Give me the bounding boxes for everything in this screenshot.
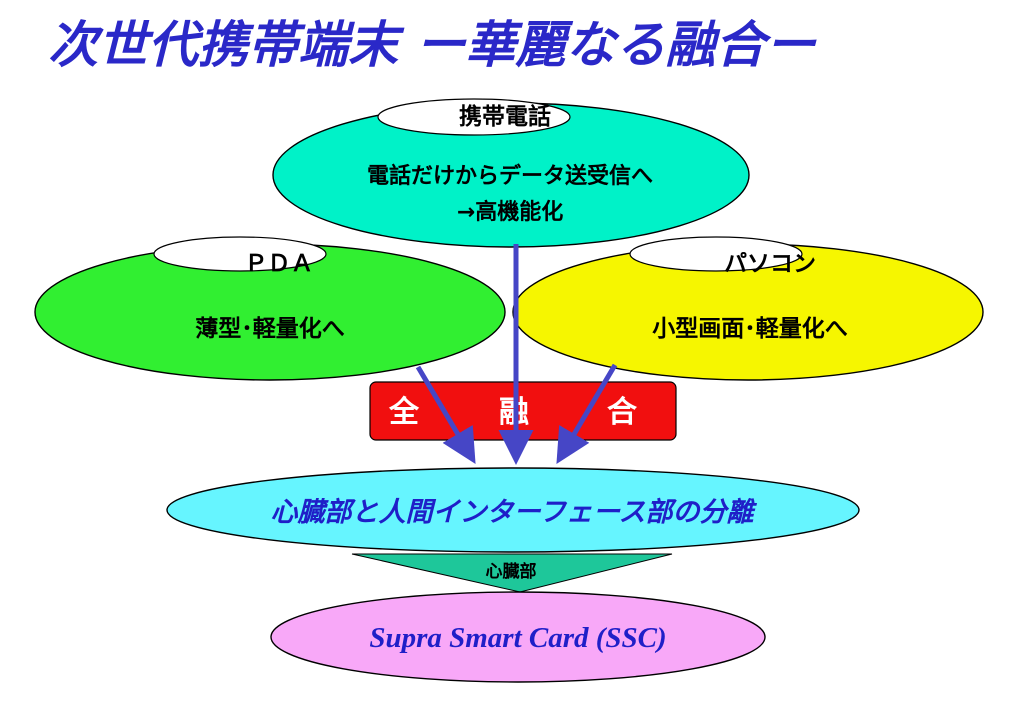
phone-label-pill (377, 98, 571, 136)
phone-node: 携帯電話 電話だけからデータ送受信へ →高機能化 (272, 98, 750, 248)
separation-ellipse (166, 467, 860, 553)
fusion-char-3: 合 (607, 395, 637, 430)
fusion-box: 全 融 合 (369, 381, 677, 441)
pda-text: 薄型･軽量化へ (195, 315, 345, 342)
fusion-char-1: 全 (388, 395, 420, 430)
ssc-text: Supra Smart Card (SSC) (369, 622, 666, 654)
pda-label-pill (153, 236, 327, 272)
ssc-ellipse (270, 591, 766, 683)
core-arrow-shape (351, 553, 673, 593)
phone-label: 携帯電話 (459, 103, 551, 130)
pc-text: 小型画面･軽量化へ (652, 315, 848, 342)
pda-to-separation-arrow (415, 365, 476, 465)
core-arrow: 心臓部 (351, 553, 673, 593)
pda-node: ＰＤＡ 薄型･軽量化へ (34, 236, 506, 381)
ssc-node: Supra Smart Card (SSC) (270, 591, 766, 683)
core-arrow-label: 心臓部 (486, 561, 537, 582)
separation-node: 心臓部と人間インターフェース部の分離 (166, 467, 860, 553)
phone-line-2: →高機能化 (457, 199, 563, 225)
title-group: 次世代携帯端末 ー華麗なる融合ー (48, 16, 817, 74)
connector-arrows (415, 244, 618, 465)
pc-label: パソコン (724, 251, 816, 277)
pda-label: ＰＤＡ (245, 251, 314, 277)
pc-to-separation-arrow (556, 363, 618, 465)
pc-node: パソコン 小型画面･軽量化へ (512, 236, 984, 381)
separation-text: 心臓部と人間インターフェース部の分離 (270, 497, 757, 528)
phone-line-1: 電話だけからデータ送受信へ (367, 163, 653, 189)
page-title: 次世代携帯端末 ー華麗なる融合ー (48, 16, 817, 74)
pc-label-pill (629, 236, 803, 272)
